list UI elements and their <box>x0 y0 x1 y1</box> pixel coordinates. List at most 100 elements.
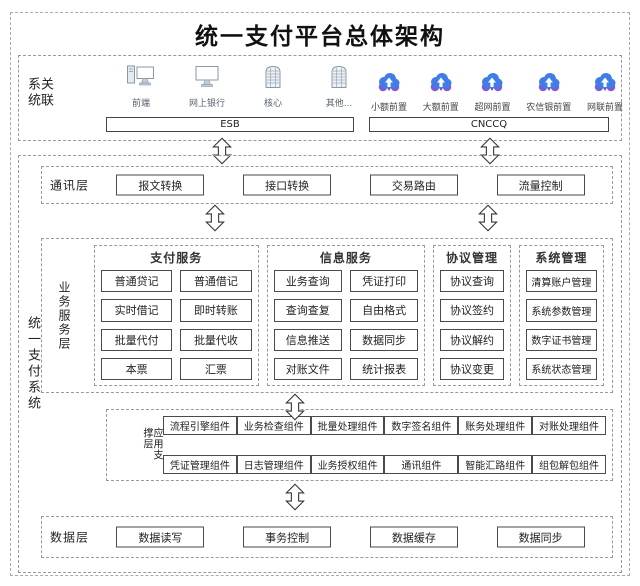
comm-layer-label: 通讯层 <box>50 178 90 193</box>
component-item: 流程引擎组件 <box>163 416 237 435</box>
component-item: 批量处理组件 <box>310 416 385 435</box>
service-item: 协议查询 <box>440 270 504 293</box>
cloud-upload-icon <box>592 70 618 98</box>
cloud-item: 小额前置 <box>371 70 407 113</box>
data-layer-label: 数据层 <box>50 530 90 545</box>
cloud-label: 小额前置 <box>371 103 408 113</box>
component-item: 业务授权组件 <box>310 455 385 474</box>
comm-item: 报文转换 <box>116 174 205 196</box>
service-item: 数据同步 <box>349 328 419 351</box>
service-item: 凭证打印 <box>349 270 419 293</box>
mainframe-icon <box>260 64 286 94</box>
component-item: 凭证管理组件 <box>163 455 237 474</box>
service-item: 批量代付 <box>101 328 173 351</box>
service-item: 协议变更 <box>440 357 504 380</box>
service-item: 查询查复 <box>273 299 342 322</box>
component-item: 日志管理组件 <box>236 455 311 474</box>
double-arrow-icon <box>478 204 498 232</box>
double-arrow-icon <box>480 137 500 165</box>
cloud-group: 小额前置 大额前置 <box>371 70 623 113</box>
comm-layer-box: 通讯层 报文转换 接口转换 交易路由 流量控制 <box>41 166 613 204</box>
service-item: 普通贷记 <box>101 270 173 293</box>
app-layer-box: 应用支撑层 流程引擎组件 业务检查组件 批量处理组件 数字签名组件 账务处理组件… <box>106 409 613 481</box>
data-layer-items: 数据读写 事务控制 数据缓存 数据同步 <box>97 526 604 548</box>
outer-dashed-border <box>10 12 630 576</box>
double-arrow-icon <box>205 204 225 232</box>
device-item: 前端 <box>117 64 165 109</box>
service-item: 数字证书管理 <box>525 328 597 351</box>
payment-system-label: 统一支付系统 <box>25 316 40 412</box>
device-label: 其他... <box>325 99 353 109</box>
device-label: 核心 <box>263 99 282 109</box>
service-item: 批量代收 <box>180 328 252 351</box>
component-item: 业务检查组件 <box>236 416 311 435</box>
comm-item: 接口转换 <box>243 174 332 196</box>
service-item: 普通借记 <box>180 270 252 293</box>
payment-system-box: 统一支付系统 通讯层 报文转换 接口转换 交易路由 流量控制 业务服务层 支付服… <box>18 155 622 573</box>
service-item: 协议签约 <box>440 299 504 322</box>
service-item: 信息推送 <box>273 328 342 351</box>
service-group-info: 信息服务 业务查询 凭证打印 查询查复 自由格式 信息推送 数据同步 对账文件 … <box>266 245 426 386</box>
component-item: 智能汇路组件 <box>458 455 533 474</box>
cloud-label: 大额前置 <box>422 103 459 113</box>
service-groups: 支付服务 普通贷记 普通借记 实时借记 即时转账 批量代付 批量代收 本票 汇票… <box>94 245 604 386</box>
cloud-upload-icon <box>376 70 402 98</box>
group-title: 信息服务 <box>319 251 372 265</box>
service-item: 自由格式 <box>349 299 419 322</box>
service-item: 业务查询 <box>273 270 342 293</box>
business-layer-box: 业务服务层 支付服务 普通贷记 普通借记 实时借记 即时转账 批量代付 批量代收… <box>41 238 613 393</box>
component-item: 数字签名组件 <box>384 416 459 435</box>
cloud-label: 超网前置 <box>474 103 511 113</box>
service-item: 协议解约 <box>440 328 504 351</box>
cloud-label: 农信银前置 <box>526 103 572 113</box>
component-item: 通讯组件 <box>384 455 459 474</box>
group-title: 协议管理 <box>445 251 498 265</box>
group-title: 支付服务 <box>150 251 203 265</box>
service-item: 汇票 <box>180 357 252 380</box>
device-item: 网上银行 <box>183 64 231 109</box>
monitor-icon <box>193 64 221 94</box>
comm-item: 流量控制 <box>496 174 585 196</box>
cloud-item: 网联前置 <box>587 70 623 113</box>
group-title: 系统管理 <box>535 251 588 265</box>
data-layer-box: 数据层 数据读写 事务控制 数据缓存 数据同步 <box>41 516 613 558</box>
double-arrow-icon <box>212 137 232 165</box>
data-item: 事务控制 <box>243 526 332 548</box>
related-systems-label: 关联系统 <box>25 77 53 109</box>
desktop-pc-icon <box>126 64 156 94</box>
service-item: 系统参数管理 <box>525 299 597 322</box>
service-group-protocol: 协议管理 协议查询 协议签约 协议解约 协议变更 <box>433 245 511 386</box>
data-item: 数据缓存 <box>369 526 458 548</box>
service-item: 实时借记 <box>101 299 173 322</box>
device-item: 核心 <box>249 64 297 109</box>
service-item: 本票 <box>101 357 173 380</box>
comm-item: 交易路由 <box>369 174 458 196</box>
cloud-label: 网联前置 <box>586 103 623 113</box>
component-item: 组包解包组件 <box>532 455 606 474</box>
page-title: 统一支付平台总体架构 <box>195 24 445 50</box>
device-group: 前端 网上银行 <box>117 64 363 109</box>
service-item: 即时转账 <box>180 299 252 322</box>
mainframe-icon <box>326 64 352 94</box>
cloud-item: 超网前置 <box>474 70 510 113</box>
service-item: 对账文件 <box>273 357 342 380</box>
business-layer-label: 业务服务层 <box>57 280 71 351</box>
service-item: 统计报表 <box>349 357 419 380</box>
cloud-item: 农信银前置 <box>526 70 571 113</box>
service-group-system: 系统管理 清算账户管理 系统参数管理 数字证书管理 系统状态管理 <box>518 245 604 386</box>
double-arrow-icon <box>285 393 305 421</box>
esb-bar: ESB <box>106 117 354 132</box>
device-label: 前端 <box>131 99 150 109</box>
related-systems-box: 关联系统 前端 <box>18 55 623 141</box>
app-layer-items: 流程引擎组件 业务检查组件 批量处理组件 数字签名组件 账务处理组件 对账处理组… <box>163 416 606 474</box>
device-item: 其他... <box>315 64 363 109</box>
service-group-payment: 支付服务 普通贷记 普通借记 实时借记 即时转账 批量代付 批量代收 本票 汇票 <box>94 245 259 386</box>
cnccq-bar: CNCCQ <box>369 117 609 132</box>
cloud-upload-icon <box>479 70 505 98</box>
data-item: 数据读写 <box>116 526 205 548</box>
app-layer-label: 应用支撑层 <box>141 427 162 461</box>
cloud-upload-icon <box>428 70 454 98</box>
component-item: 对账处理组件 <box>532 416 606 435</box>
comm-layer-items: 报文转换 接口转换 交易路由 流量控制 <box>97 174 604 196</box>
